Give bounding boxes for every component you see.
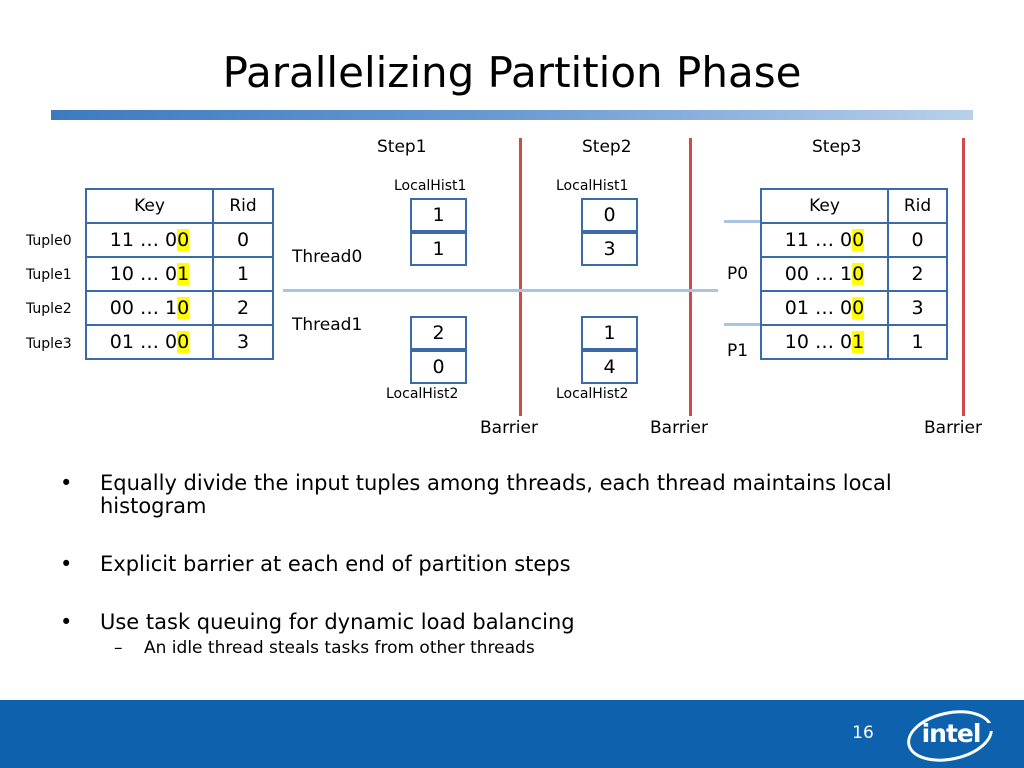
step2-label: Step2 xyxy=(582,137,632,157)
output-header-key: Key xyxy=(760,188,889,224)
output-rid-cell: 2 xyxy=(887,256,948,292)
tuple-label: Tuple2 xyxy=(26,301,72,317)
step2-hist-bottom-label: LocalHist2 xyxy=(556,386,629,402)
input-key-cell: 10 … 01 xyxy=(85,256,214,292)
barrier-label-3: Barrier xyxy=(924,418,982,438)
bullet-item: •Explicit barrier at each end of partiti… xyxy=(60,552,571,576)
barrier-line-3 xyxy=(962,138,965,416)
output-rid-cell: 3 xyxy=(887,290,948,326)
output-header-rid: Rid xyxy=(887,188,948,224)
title-rule xyxy=(51,110,973,120)
input-key-cell: 01 … 00 xyxy=(85,324,214,360)
sub-bullet-item: –An idle thread steals tasks from other … xyxy=(114,638,535,658)
input-header-rid: Rid xyxy=(212,188,274,224)
tuple-label: Tuple3 xyxy=(26,336,72,352)
step1-thread1-hist-cell: 2 xyxy=(410,316,467,350)
output-key-cell: 00 … 10 xyxy=(760,256,889,292)
bullet-item: •Equally divide the input tuples among t… xyxy=(60,471,892,518)
intel-logo-swoosh xyxy=(907,710,996,762)
bullet-dot: • xyxy=(60,610,73,634)
p1-pointer-line xyxy=(724,323,762,326)
step3-label: Step3 xyxy=(812,137,862,157)
input-header-key: Key xyxy=(85,188,214,224)
thread0-label: Thread0 xyxy=(292,247,363,267)
p1-label: P1 xyxy=(727,341,749,361)
p0-pointer-line xyxy=(724,220,762,223)
input-rid-cell: 2 xyxy=(212,290,274,326)
input-rid-cell: 0 xyxy=(212,222,274,258)
p0-label: P0 xyxy=(727,264,749,284)
step1-hist-bottom-label: LocalHist2 xyxy=(386,386,459,402)
output-rid-cell: 1 xyxy=(887,324,948,360)
barrier-line-1 xyxy=(519,138,522,416)
bullet-list: •Equally divide the input tuples among t… xyxy=(60,471,980,659)
thread-separator xyxy=(283,289,718,292)
barrier-line-2 xyxy=(689,138,692,416)
step1-thread0-hist-cell: 1 xyxy=(410,232,467,266)
step2-thread1-hist-cell: 4 xyxy=(581,350,638,384)
output-rid-cell: 0 xyxy=(887,222,948,258)
key-highlight-bit: 0 xyxy=(177,331,190,353)
step1-label: Step1 xyxy=(377,137,427,157)
page-number: 16 xyxy=(852,723,874,743)
input-key-cell: 11 … 00 xyxy=(85,222,214,258)
key-highlight-bit: 0 xyxy=(177,229,190,251)
key-highlight-bit: 1 xyxy=(177,263,190,285)
footer-bar xyxy=(0,700,1024,768)
bullet-dot: • xyxy=(60,552,73,576)
step2-hist-top-label: LocalHist1 xyxy=(556,178,629,194)
barrier-label-2: Barrier xyxy=(650,418,708,438)
intel-logo-text: intel xyxy=(921,719,982,748)
barrier-label-1: Barrier xyxy=(480,418,538,438)
tuple-label: Tuple1 xyxy=(26,267,72,283)
bullet-item: •Use task queuing for dynamic load balan… xyxy=(60,610,575,634)
input-rid-cell: 1 xyxy=(212,256,274,292)
tuple-label: Tuple0 xyxy=(26,233,72,249)
key-highlight-bit: 1 xyxy=(852,331,865,353)
step2-thread0-hist-cell: 3 xyxy=(581,232,638,266)
step2-thread0-hist-cell: 0 xyxy=(581,198,638,232)
step2-thread1-hist-cell: 1 xyxy=(581,316,638,350)
output-key-cell: 01 … 00 xyxy=(760,290,889,326)
slide-title: Parallelizing Partition Phase xyxy=(222,48,802,97)
step1-thread1-hist-cell: 0 xyxy=(410,350,467,384)
input-key-cell: 00 … 10 xyxy=(85,290,214,326)
output-key-cell: 10 … 01 xyxy=(760,324,889,360)
sub-bullet-dash: – xyxy=(114,638,123,658)
input-rid-cell: 3 xyxy=(212,324,274,360)
output-key-cell: 11 … 00 xyxy=(760,222,889,258)
key-highlight-bit: 0 xyxy=(852,263,865,285)
step1-thread0-hist-cell: 1 xyxy=(410,198,467,232)
thread1-label: Thread1 xyxy=(292,315,363,335)
bullet-dot: • xyxy=(60,471,73,495)
key-highlight-bit: 0 xyxy=(852,229,865,251)
key-highlight-bit: 0 xyxy=(177,297,190,319)
key-highlight-bit: 0 xyxy=(852,297,865,319)
intel-logo: intel xyxy=(904,707,996,763)
step1-hist-top-label: LocalHist1 xyxy=(394,178,467,194)
